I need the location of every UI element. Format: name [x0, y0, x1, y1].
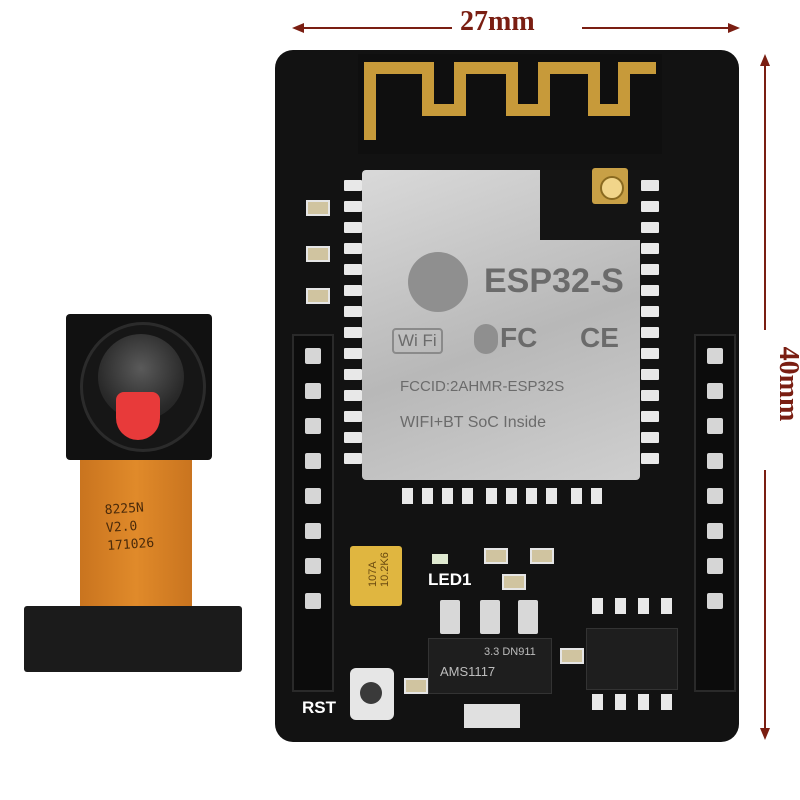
bluetooth-icon: [474, 324, 498, 354]
capacitor-marking: 107A 10.2K6: [367, 552, 391, 587]
psram-chip: [586, 628, 678, 690]
smd-component: [560, 648, 584, 664]
regulator-sub-marking: 3.3 DN911: [484, 646, 536, 658]
espressif-logo-icon: [408, 252, 468, 312]
voltage-regulator: [428, 638, 552, 694]
camera-lens-red-marker: [116, 392, 160, 440]
led-label: LED1: [428, 570, 472, 589]
ce-mark: CE: [580, 322, 619, 353]
camera-flex-cable: [80, 458, 192, 614]
module-bottom-pins: [402, 488, 642, 509]
module-brand: ESP32-S: [484, 262, 624, 300]
width-dimension-label: 27mm: [460, 6, 535, 37]
reset-button-cap[interactable]: [360, 682, 382, 704]
fccid-text: FCCID:2AHMR-ESP32S: [400, 378, 565, 395]
regulator-pin: [480, 600, 500, 634]
smd-component: [306, 246, 330, 262]
smd-component: [306, 200, 330, 216]
regulator-tab: [464, 704, 520, 728]
tantalum-capacitor: [350, 546, 402, 606]
regulator-marking: AMS1117: [440, 664, 496, 679]
left-pin-header: [292, 334, 334, 692]
smd-component: [530, 548, 554, 564]
height-dimension-label: 40mm: [773, 346, 800, 422]
smd-component: [404, 678, 428, 694]
regulator-pin: [518, 600, 538, 634]
module-description: WIFI+BT SoC Inside: [400, 414, 546, 431]
module-right-pins: [641, 180, 659, 474]
fc-mark: FC: [500, 322, 538, 353]
pcb-antenna-trace: [364, 62, 656, 140]
camera-flex-text: 8225N V2.0 171026: [104, 498, 168, 556]
soic-top-pins: [592, 598, 682, 622]
smd-component: [502, 574, 526, 590]
soic-bottom-pins: [592, 694, 682, 718]
smd-component: [484, 548, 508, 564]
right-pin-header: [694, 334, 736, 692]
wifi-badge: Wi Fi: [392, 328, 443, 354]
smd-component: [306, 288, 330, 304]
led-component: [432, 554, 448, 564]
reset-label: RST: [302, 698, 336, 717]
ufl-antenna-socket: [600, 176, 624, 200]
regulator-pin: [440, 600, 460, 634]
module-left-pins: [344, 180, 362, 474]
camera-connector: [24, 606, 242, 672]
